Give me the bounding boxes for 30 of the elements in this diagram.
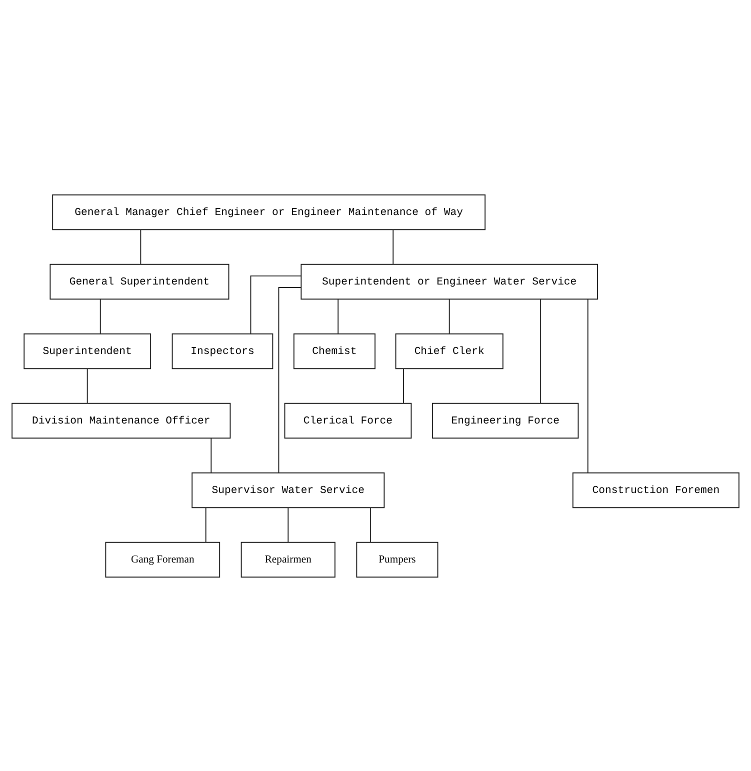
node-box: Pumpers [356, 541, 438, 578]
node-box: Chief Clerk [395, 332, 504, 369]
connector [403, 368, 404, 403]
connector [392, 228, 394, 264]
connector [338, 298, 339, 334]
connector [100, 298, 101, 334]
node-box: Construction Foremen [572, 472, 740, 508]
connector [448, 298, 450, 334]
connector [250, 274, 302, 334]
connector [370, 506, 371, 542]
node-box: Engineering Force [432, 402, 579, 438]
connector [587, 298, 588, 473]
node-box: Superintendent [24, 332, 152, 369]
connector [278, 286, 302, 473]
node-box: Repairmen [240, 541, 336, 578]
connector [288, 506, 289, 542]
connector [210, 437, 212, 472]
node-box: Clerical Force [284, 402, 412, 438]
node-box: Chemist [293, 332, 376, 369]
connector [140, 228, 142, 264]
node-box: Inspectors [172, 332, 274, 369]
node-box: Superintendent or Engineer Water Service [300, 263, 598, 300]
node-box: Gang Foreman [105, 541, 220, 578]
connector [86, 368, 88, 403]
node-box: Supervisor Water Service [192, 472, 385, 508]
connector [205, 506, 206, 542]
node-box: General Superintendent [50, 263, 230, 300]
connector [540, 298, 542, 404]
node-box: General Manager Chief Engineer or Engineer Maintenance of Way [52, 194, 486, 230]
node-box: Division Maintenance Officer [12, 402, 231, 438]
